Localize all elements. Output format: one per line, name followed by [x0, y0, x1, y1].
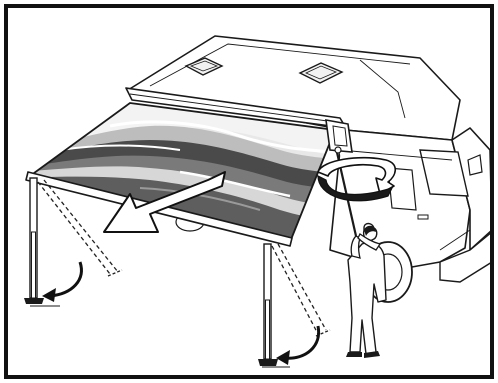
rotation-arrow-icon [317, 156, 397, 202]
swing-arrow-icon [276, 325, 321, 365]
cab-window [419, 149, 469, 197]
support-leg-left [24, 177, 123, 304]
roof-vent-right [298, 62, 344, 84]
figure-frame [4, 4, 494, 379]
swing-arrow-icon [42, 261, 83, 302]
support-leg-right [258, 243, 331, 366]
awning-housing [125, 87, 353, 153]
direction-arrow-icon [103, 171, 226, 233]
person-operating-crank [346, 222, 387, 358]
roof-vent-left [184, 57, 224, 76]
